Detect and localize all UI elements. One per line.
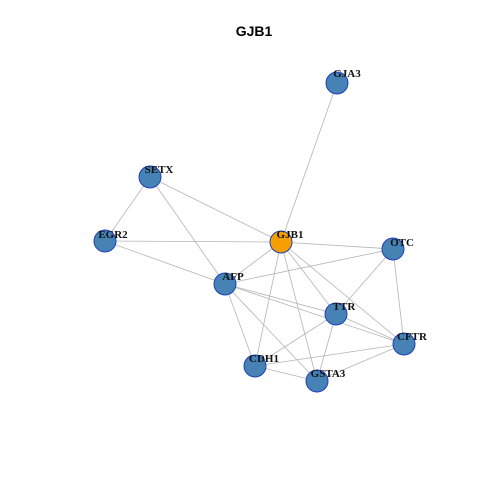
node-label-cftr: CFTR xyxy=(397,331,428,343)
edge-setx-egr2 xyxy=(104,176,151,242)
node-otc: OTC xyxy=(381,237,414,261)
node-cdh1: CDH1 xyxy=(243,353,279,378)
edge-gsta3-cftr xyxy=(316,343,405,382)
edge-afp-ttr xyxy=(224,283,337,315)
node-label-gja3: GJA3 xyxy=(333,68,361,80)
edge-afp-cftr xyxy=(224,283,405,345)
node-label-otc: OTC xyxy=(390,237,414,249)
edge-setx-gjb1 xyxy=(149,176,282,243)
node-label-gsta3: GSTA3 xyxy=(311,368,346,380)
edge-gjb1-ttr xyxy=(280,241,337,315)
node-circle-gjb1 xyxy=(269,230,293,254)
node-setx: SETX xyxy=(138,164,174,189)
edge-gja3-gjb1 xyxy=(280,82,338,243)
node-afp: AFP xyxy=(213,271,244,296)
edge-egr2-afp xyxy=(104,240,226,285)
node-egr2: EGR2 xyxy=(93,229,128,253)
node-circle-cftr xyxy=(392,332,416,356)
node-circle-otc xyxy=(381,237,405,261)
edge-gjb1-cdh1 xyxy=(254,241,282,367)
node-label-gjb1: GJB1 xyxy=(277,229,304,241)
node-gjb1: GJB1 xyxy=(269,229,304,254)
edge-ttr-cdh1 xyxy=(254,313,337,367)
node-label-egr2: EGR2 xyxy=(98,229,128,241)
node-circle-gsta3 xyxy=(305,369,329,393)
edge-ttr-cftr xyxy=(335,313,405,345)
edge-afp-gsta3 xyxy=(224,283,318,382)
node-circle-egr2 xyxy=(93,229,117,253)
node-label-setx: SETX xyxy=(145,164,174,176)
edge-otc-cftr xyxy=(392,248,405,345)
edge-gjb1-gsta3 xyxy=(280,241,318,382)
node-cftr: CFTR xyxy=(392,331,428,356)
edge-gjb1-afp xyxy=(224,241,282,285)
edge-ttr-gsta3 xyxy=(316,313,337,382)
node-circle-afp xyxy=(213,272,237,296)
edge-afp-cdh1 xyxy=(224,283,256,367)
edges-layer xyxy=(104,82,405,382)
edge-otc-afp xyxy=(224,248,394,285)
node-circle-ttr xyxy=(324,302,348,326)
node-label-cdh1: CDH1 xyxy=(249,353,279,365)
node-label-ttr: TTR xyxy=(333,301,357,313)
edge-gjb1-cftr xyxy=(280,241,405,345)
node-ttr: TTR xyxy=(324,301,357,326)
edge-egr2-gjb1 xyxy=(104,240,282,243)
node-circle-setx xyxy=(138,165,162,189)
node-circle-gja3 xyxy=(325,71,349,95)
edge-gjb1-otc xyxy=(280,241,394,250)
node-gsta3: GSTA3 xyxy=(305,368,346,393)
node-gja3: GJA3 xyxy=(325,68,361,95)
node-circle-cdh1 xyxy=(243,354,267,378)
edge-cdh1-cftr xyxy=(254,343,405,367)
graph-title: GJB1 xyxy=(236,23,273,39)
edge-otc-ttr xyxy=(335,248,394,315)
node-label-afp: AFP xyxy=(222,271,244,283)
edge-setx-afp xyxy=(149,176,226,285)
